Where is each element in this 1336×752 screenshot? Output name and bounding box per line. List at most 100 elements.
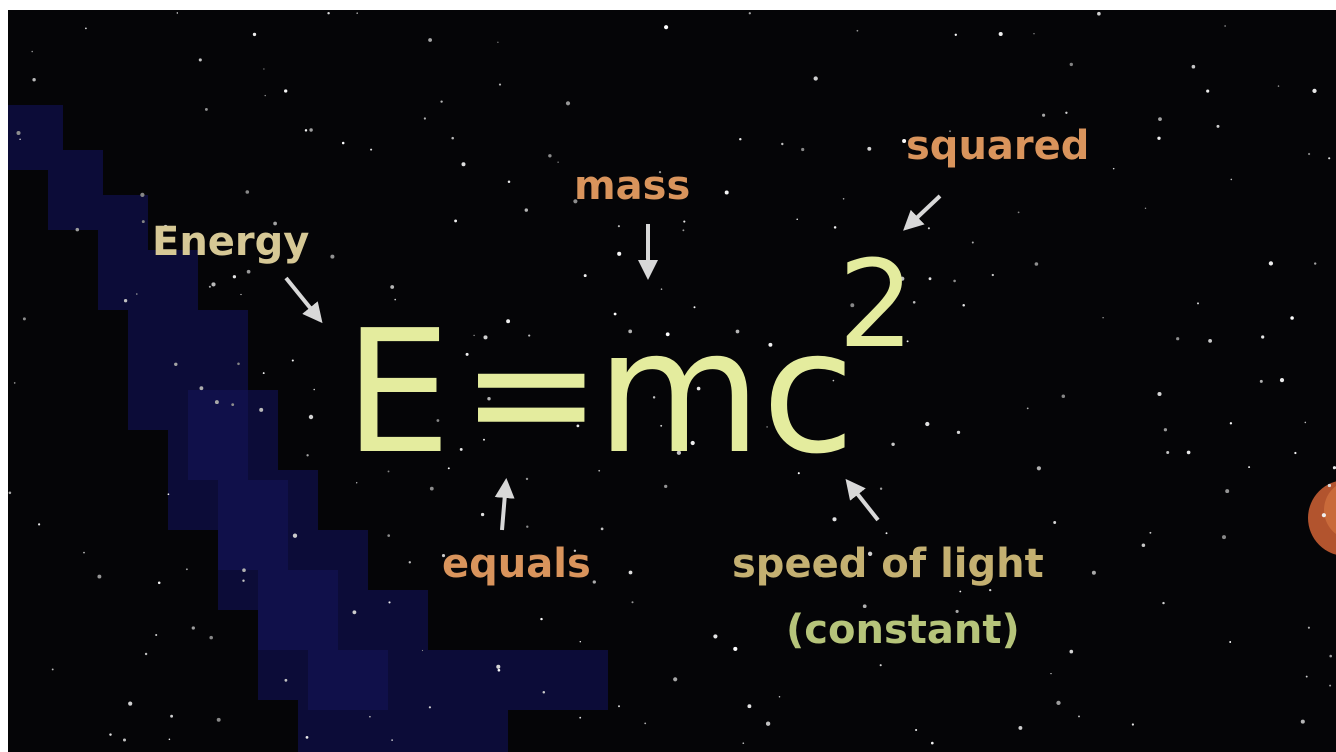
star xyxy=(168,738,171,741)
star xyxy=(664,484,668,489)
star xyxy=(925,421,930,427)
equals-arrow xyxy=(494,478,515,531)
star xyxy=(259,407,264,412)
star xyxy=(696,386,701,391)
star xyxy=(1208,338,1213,343)
star xyxy=(1078,715,1080,718)
star xyxy=(1230,178,1233,181)
star xyxy=(388,601,391,604)
star xyxy=(1091,570,1096,575)
star xyxy=(1158,117,1162,121)
star xyxy=(652,396,656,399)
star xyxy=(16,130,21,136)
star xyxy=(252,32,257,37)
star xyxy=(232,275,237,279)
star xyxy=(1261,335,1265,339)
star xyxy=(1050,672,1052,675)
star xyxy=(781,142,784,146)
star xyxy=(796,218,798,221)
star xyxy=(428,706,432,709)
star xyxy=(394,298,397,301)
star xyxy=(496,664,501,669)
star xyxy=(1017,211,1020,214)
star xyxy=(885,532,888,535)
star xyxy=(245,190,250,194)
star xyxy=(813,76,818,81)
squared-arrow xyxy=(903,194,942,231)
star xyxy=(461,162,466,167)
star xyxy=(369,715,371,718)
star xyxy=(264,94,266,97)
star xyxy=(644,722,647,725)
star xyxy=(879,487,883,490)
star xyxy=(370,148,373,151)
star xyxy=(387,534,391,537)
star xyxy=(915,728,918,732)
star xyxy=(617,225,620,228)
star xyxy=(391,739,393,741)
star xyxy=(548,154,552,158)
star xyxy=(742,742,745,745)
star xyxy=(900,276,905,281)
star xyxy=(83,551,85,554)
star xyxy=(862,604,867,609)
star xyxy=(592,580,596,584)
star xyxy=(832,379,835,382)
star xyxy=(720,363,722,365)
star xyxy=(465,352,469,356)
star xyxy=(306,454,309,457)
star xyxy=(573,549,577,552)
star xyxy=(1186,450,1191,455)
star xyxy=(352,610,357,615)
star xyxy=(356,12,358,14)
star xyxy=(676,450,682,455)
label-constant: (constant) xyxy=(786,607,1020,653)
star xyxy=(387,470,390,473)
star xyxy=(524,208,528,212)
star xyxy=(766,426,768,428)
star xyxy=(31,50,33,53)
star xyxy=(1112,167,1115,170)
star xyxy=(174,362,178,367)
star xyxy=(613,312,617,316)
equation-letter-e: E xyxy=(344,294,452,492)
star xyxy=(528,334,531,337)
star xyxy=(157,581,161,585)
star xyxy=(724,190,729,195)
star xyxy=(209,635,213,640)
star xyxy=(423,117,427,120)
star xyxy=(832,517,837,522)
star xyxy=(305,736,309,739)
star xyxy=(1056,700,1061,706)
star xyxy=(818,567,821,570)
star xyxy=(664,25,669,30)
star xyxy=(1166,451,1170,454)
star xyxy=(778,696,781,698)
star xyxy=(618,705,620,708)
star xyxy=(1097,11,1101,16)
star xyxy=(673,677,678,682)
star xyxy=(451,136,454,140)
equation-mc: mc xyxy=(596,294,856,492)
star xyxy=(682,229,685,232)
star xyxy=(1225,489,1230,494)
star xyxy=(1163,428,1168,432)
star xyxy=(797,472,800,475)
star xyxy=(1176,337,1180,341)
star xyxy=(1033,33,1035,35)
star xyxy=(998,31,1003,37)
star xyxy=(85,27,87,30)
star xyxy=(953,279,956,283)
star xyxy=(991,273,994,277)
star xyxy=(155,633,158,637)
star xyxy=(216,717,221,722)
star xyxy=(141,220,145,224)
star xyxy=(557,161,559,163)
star xyxy=(1224,25,1226,27)
star xyxy=(1144,207,1147,209)
star xyxy=(1197,302,1199,305)
star xyxy=(341,141,345,145)
star xyxy=(1034,262,1039,266)
star xyxy=(842,198,845,200)
star xyxy=(573,199,578,204)
